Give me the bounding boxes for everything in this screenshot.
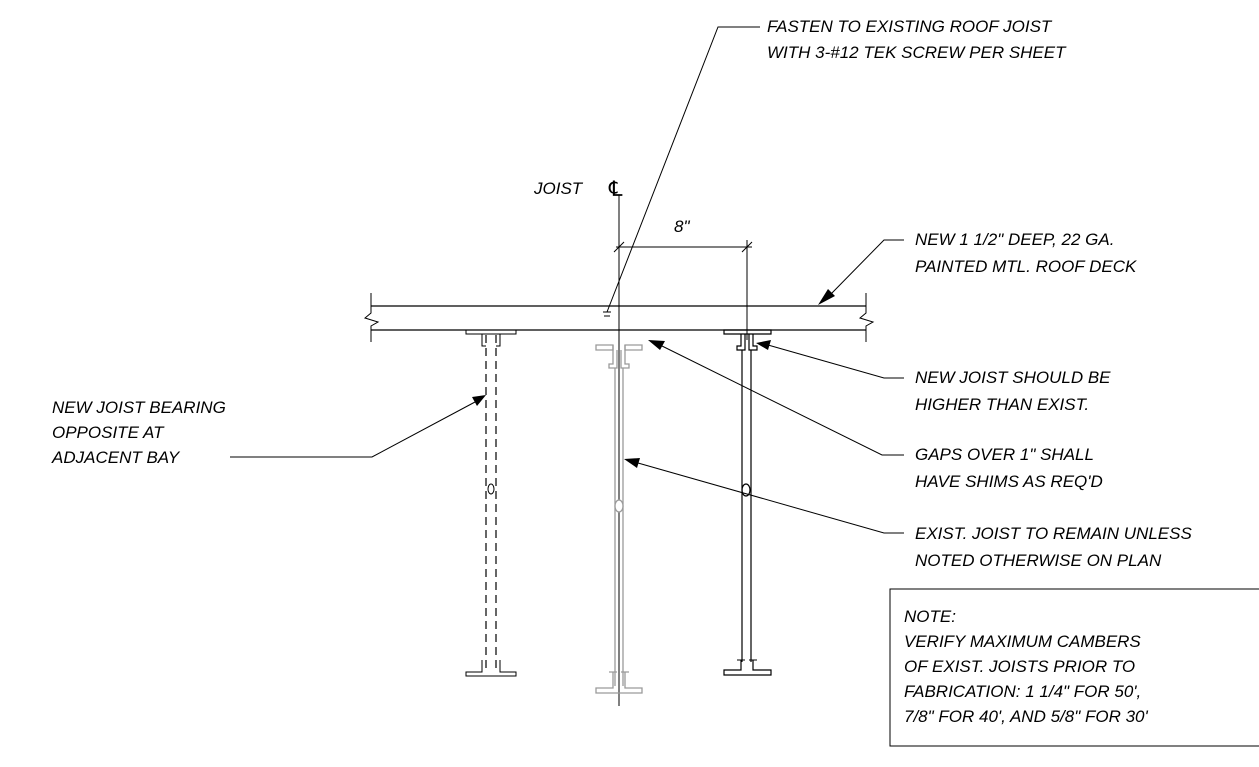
joist-centerline-label: JOIST bbox=[533, 179, 584, 198]
fasten-note-line1: FASTEN TO EXISTING ROOF JOIST bbox=[767, 17, 1053, 36]
existing-joist bbox=[595, 344, 643, 694]
fasten-note-line2: WITH 3-#12 TEK SCREW PER SHEET bbox=[767, 43, 1067, 62]
note-box-line5: 7/8" FOR 40', AND 5/8" FOR 30' bbox=[904, 707, 1148, 726]
bearing-note-line1: NEW JOIST BEARING bbox=[52, 398, 226, 417]
exist-note-line1: EXIST. JOIST TO REMAIN UNLESS bbox=[915, 524, 1192, 543]
note-box-line3: OF EXIST. JOISTS PRIOR TO bbox=[904, 657, 1135, 676]
note-box-line2: VERIFY MAXIMUM CAMBERS bbox=[904, 632, 1141, 651]
bearing-note-line2: OPPOSITE AT bbox=[52, 423, 165, 442]
dimension-8in bbox=[613, 240, 753, 340]
new-joist-note-line2: HIGHER THAN EXIST. bbox=[915, 395, 1089, 414]
leader-new-joist bbox=[756, 340, 904, 379]
centerline-symbol: ℄ bbox=[608, 178, 623, 201]
deck-note-line1: NEW 1 1/2" DEEP, 22 GA. bbox=[915, 230, 1114, 249]
gaps-note-line2: HAVE SHIMS AS REQ'D bbox=[915, 472, 1103, 491]
leader-bearing bbox=[230, 395, 486, 458]
note-box: NOTE: VERIFY MAXIMUM CAMBERS OF EXIST. J… bbox=[889, 588, 1259, 747]
leader-exist bbox=[624, 458, 904, 534]
exist-note-line2: NOTED OTHERWISE ON PLAN bbox=[915, 551, 1162, 570]
leader-gaps bbox=[648, 340, 904, 456]
leader-deck bbox=[818, 239, 904, 305]
dimension-label: 8" bbox=[674, 217, 690, 236]
new-joist bbox=[723, 329, 772, 676]
note-box-line1: NOTE: bbox=[904, 607, 956, 626]
leader-fasten bbox=[603, 26, 760, 317]
dashed-joist bbox=[465, 329, 517, 677]
bearing-note-line3: ADJACENT BAY bbox=[51, 448, 181, 467]
new-joist-note-line1: NEW JOIST SHOULD BE bbox=[915, 368, 1111, 387]
gaps-note-line1: GAPS OVER 1" SHALL bbox=[915, 445, 1094, 464]
note-box-line4: FABRICATION: 1 1/4" FOR 50', bbox=[904, 682, 1141, 701]
deck-note-line2: PAINTED MTL. ROOF DECK bbox=[915, 257, 1137, 276]
